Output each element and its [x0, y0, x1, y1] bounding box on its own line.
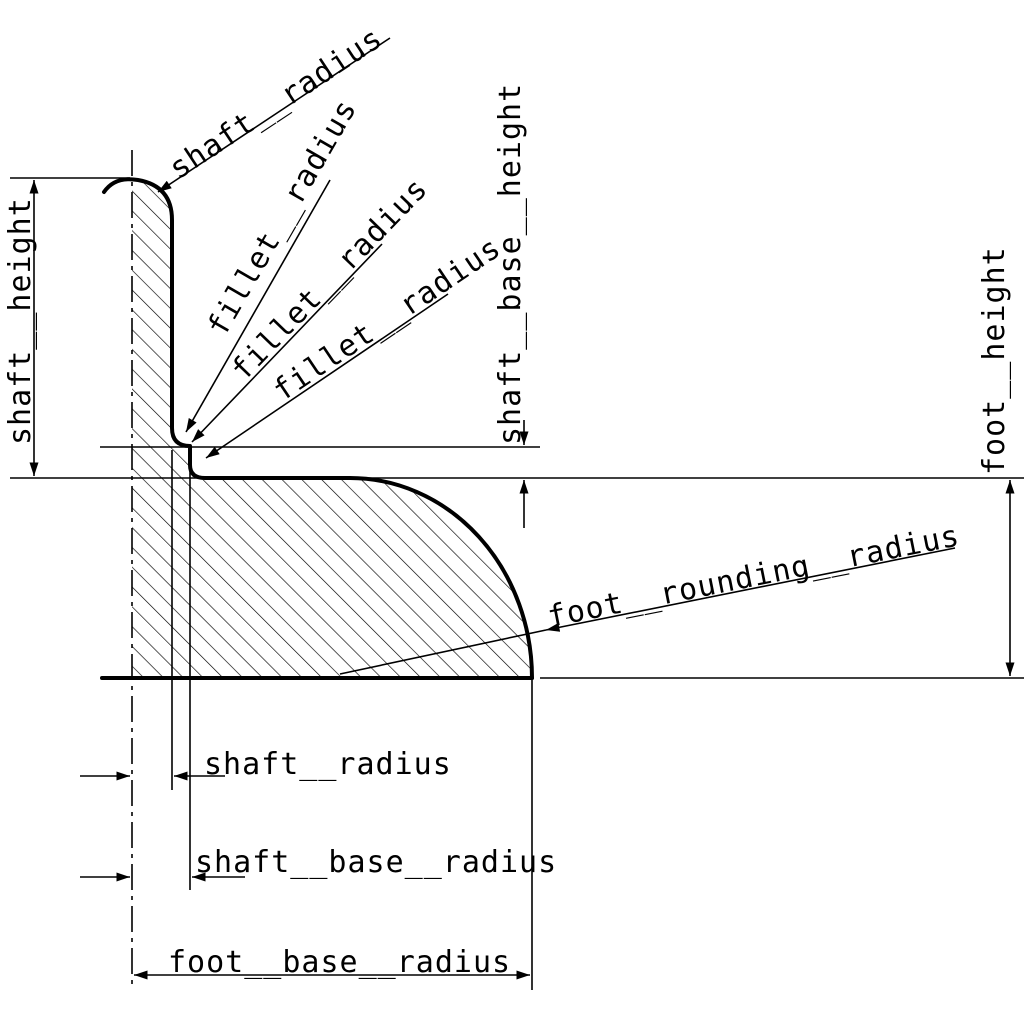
leader-fillet-radius-2: [191, 243, 383, 443]
profile-hatch: [132, 180, 532, 678]
profile-outline: [102, 177, 534, 680]
leader-foot-rounding-radius-inner: [339, 629, 547, 675]
label-shaft-radius-top: shaft__radius: [163, 21, 389, 187]
label-shaft-radius-bottom: shaft__radius: [204, 747, 452, 782]
leader-foot-rounding-radius: [545, 547, 956, 632]
label-shaft-height: shaft__height: [3, 197, 38, 445]
label-foot-base-radius: foot__base__radius: [168, 945, 511, 980]
leader-fillet-radius-3: [205, 293, 449, 459]
leader-shaft-radius-top: [157, 37, 391, 193]
label-shaft-base-radius: shaft__base__radius: [195, 845, 557, 880]
leader-fillet-radius-1: [185, 179, 331, 433]
label-foot-height: foot__height: [977, 246, 1012, 475]
label-foot-rounding-radius: foot__rounding__radius: [545, 518, 963, 634]
label-shaft-base-height: shaft__base__height: [493, 83, 528, 445]
